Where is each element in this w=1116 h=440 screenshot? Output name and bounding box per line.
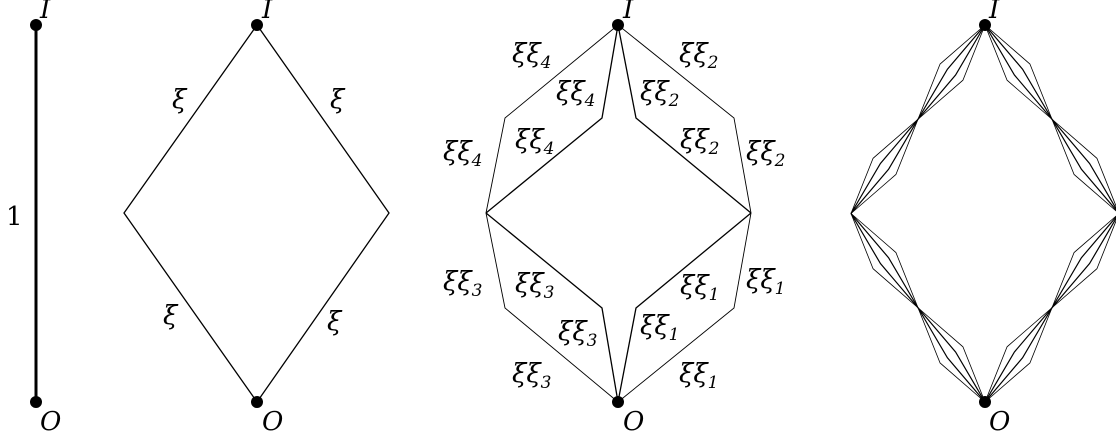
node-bottom-label: O	[262, 407, 283, 437]
edge-path	[850, 213, 919, 308]
edge-path	[617, 212, 752, 403]
edge-path	[917, 307, 986, 403]
edge-label: ξξ2	[680, 125, 719, 159]
panel-2: I O ξ ξ ξ ξ	[123, 0, 390, 437]
node-bottom-label: O	[40, 407, 61, 437]
diamond-edges	[123, 23, 390, 404]
edge-path	[917, 24, 986, 120]
edge-label: ξξ3	[558, 317, 597, 351]
edge-path	[1051, 217, 1116, 309]
edge-label: 1	[6, 202, 23, 232]
edge-path	[984, 24, 1053, 120]
edge-label: ξξ1	[746, 265, 785, 299]
edge-path	[1051, 118, 1116, 210]
edge-path	[850, 213, 919, 309]
panel-4	[850, 24, 1116, 403]
edge-path	[1051, 216, 1116, 309]
edge-path	[984, 307, 1053, 403]
edge-path	[850, 213, 919, 309]
edge-path	[984, 24, 1053, 120]
edge-label: ξξ2	[679, 39, 718, 73]
edge-path	[984, 307, 1053, 403]
edge-path	[485, 212, 619, 403]
node-bottom	[612, 396, 624, 408]
edge-path	[1051, 118, 1116, 211]
edge-path	[485, 212, 619, 403]
node-top-label: I	[261, 0, 273, 25]
edge-label: ξξ3	[443, 267, 482, 301]
panel-3-labels: I O ξξ4 ξξ4 ξξ4 ξξ4 ξξ2 ξξ2 ξξ2 ξξ2 ξξ3 …	[443, 0, 785, 437]
edge-path	[485, 24, 619, 214]
edge-label: ξ	[327, 307, 343, 337]
edge-path	[984, 24, 1053, 120]
edge-path	[850, 118, 919, 214]
edge-path	[1051, 118, 1116, 208]
edge-label: ξξ4	[556, 77, 595, 111]
edge-path	[917, 307, 986, 403]
panel-4-labels: I O	[979, 0, 1010, 437]
edge-path	[1051, 215, 1116, 308]
edge-label: ξξ1	[680, 271, 719, 305]
edge-path	[485, 24, 619, 214]
panel-3	[485, 24, 752, 403]
edge-path	[617, 24, 752, 214]
edge-path	[1051, 219, 1116, 309]
node-bottom	[30, 396, 42, 408]
node-top	[979, 19, 991, 31]
edge-label: ξξ3	[512, 359, 551, 393]
edge-path	[917, 24, 986, 120]
edge-path	[850, 118, 919, 214]
node-bottom-label: O	[623, 407, 644, 437]
node-top	[30, 19, 42, 31]
edge-path	[984, 24, 1053, 120]
node-top	[251, 19, 263, 31]
edge-path	[850, 213, 919, 309]
edge-path	[617, 24, 752, 214]
node-bottom	[251, 396, 263, 408]
node-top-label: I	[39, 0, 51, 25]
edge-path	[850, 119, 919, 214]
edge-label: ξξ4	[515, 125, 554, 159]
edge-path	[917, 307, 986, 403]
edge-label: ξξ3	[515, 269, 554, 303]
node-top	[612, 19, 624, 31]
edge-label: ξξ1	[679, 359, 718, 393]
edge-label: ξξ2	[640, 77, 679, 111]
edge-label: ξξ2	[746, 137, 785, 171]
edge-label: ξ	[330, 85, 346, 115]
edge-path	[917, 307, 986, 403]
edge-path	[984, 307, 1053, 403]
node-top-label: I	[988, 0, 1000, 25]
edge-label: ξξ4	[512, 39, 551, 73]
node-top-label: I	[622, 0, 634, 25]
edge-label: ξ	[172, 85, 188, 115]
edge-path	[917, 24, 986, 120]
edge-path	[1051, 119, 1116, 212]
edge-label: ξ	[163, 301, 179, 331]
edge-label: ξξ1	[640, 311, 679, 345]
edge-path	[984, 307, 1053, 403]
node-bottom-label: O	[989, 407, 1010, 437]
node-bottom	[979, 396, 991, 408]
edge-path	[850, 118, 919, 214]
edge-path	[617, 212, 752, 403]
edge-path	[917, 24, 986, 120]
panel-1: I O 1	[6, 0, 61, 437]
edge-label: ξξ4	[443, 137, 482, 171]
